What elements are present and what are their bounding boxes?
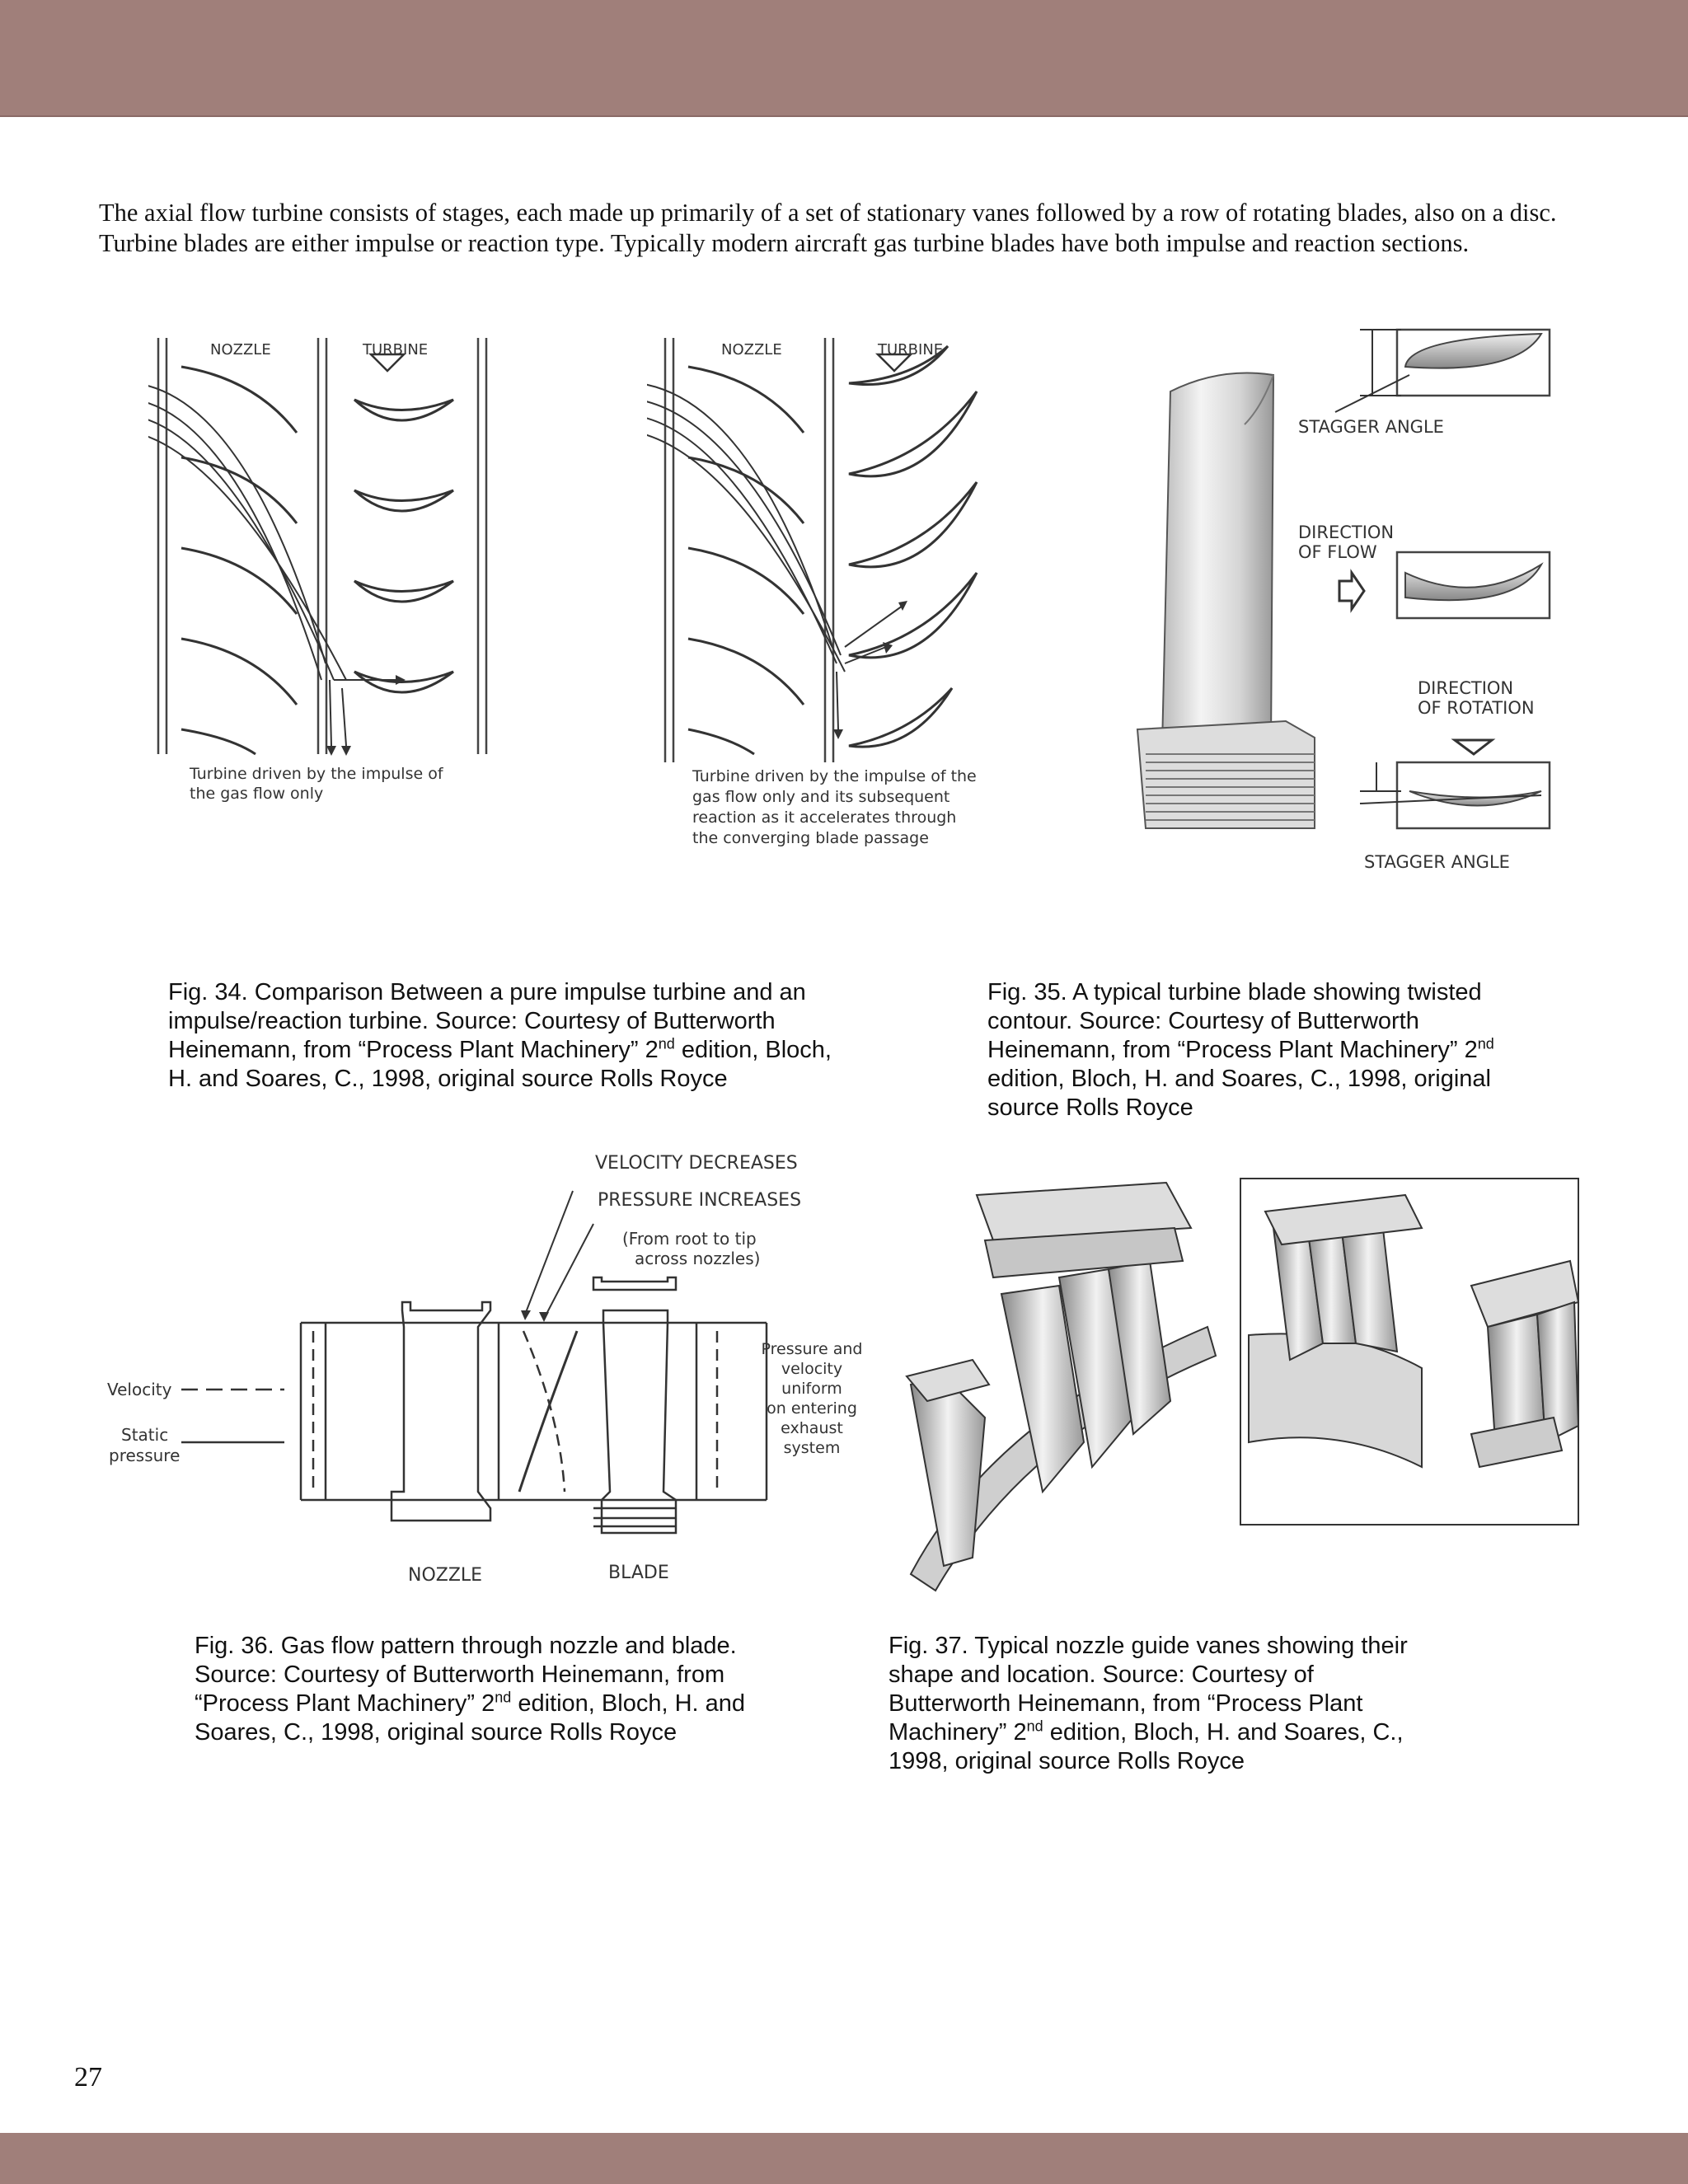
vane-assembly-left [907,1183,1216,1591]
fig35-direction-flow-label: DIRECTION [1298,523,1394,542]
svg-text:system: system [784,1439,841,1457]
fig36-pressure-increases: PRESSURE INCREASES [598,1190,801,1211]
svg-text:the gas flow only: the gas flow only [190,785,323,803]
fig35-stagger-top-label: STAGGER ANGLE [1298,417,1444,437]
intro-paragraph: The axial flow turbine consists of stage… [99,198,1599,259]
reaction-turbine-svg: NOZZLE TURBINE Turbine driven by the imp… [647,334,1010,861]
turbine-blade-svg: STAGGER ANGLE DIRECTION OF FLOW DIRECTIO… [1129,326,1558,886]
footer-band [0,2133,1688,2184]
impulse-turbine-svg: NOZZLE TURBINE Turbine driven by the imp… [148,334,511,812]
fig37-nozzle-guide-vanes [894,1170,1587,1595]
gas-flow-svg: VELOCITY DECREASES PRESSURE INCREASES (F… [99,1146,882,1595]
svg-text:velocity: velocity [781,1360,842,1378]
fig34-right-turbine-label: TURBINE [877,341,943,359]
svg-text:across nozzles): across nozzles) [635,1249,760,1268]
fig34-left-turbine-label: TURBINE [362,341,428,359]
svg-text:on entering: on entering [767,1399,857,1418]
fig35-turbine-blade: STAGGER ANGLE DIRECTION OF FLOW DIRECTIO… [1129,326,1558,886]
fig36-velocity-legend: Velocity [107,1380,172,1399]
fig36-static-legend: Static [121,1425,168,1445]
svg-text:gas flow only and its subseque: gas flow only and its subsequent [692,788,950,806]
nozzle-vanes-svg [894,1170,1587,1595]
svg-text:OF FLOW: OF FLOW [1298,542,1377,562]
fig36-velocity-decreases: VELOCITY DECREASES [595,1153,798,1174]
svg-text:the converging blade passage: the converging blade passage [692,829,929,847]
fig36-nozzle-label: NOZZLE [408,1565,482,1586]
svg-text:uniform: uniform [781,1380,842,1398]
svg-text:exhaust: exhaust [781,1419,843,1437]
fig34-left-note: Turbine driven by the impulse of [189,765,444,783]
page-number: 27 [74,2062,102,2093]
fig36-gas-flow-diagram: VELOCITY DECREASES PRESSURE INCREASES (F… [99,1146,882,1595]
fig34-right-nozzle-label: NOZZLE [721,341,782,359]
svg-text:OF ROTATION: OF ROTATION [1418,698,1535,718]
fig34-left-nozzle-label: NOZZLE [210,341,271,359]
svg-text:Pressure and: Pressure and [762,1340,863,1358]
fig34-right-note: Turbine driven by the impulse of the [692,767,977,785]
fig35-stagger-bottom-label: STAGGER ANGLE [1364,852,1510,872]
fig36-caption: Fig. 36. Gas flow pattern through nozzle… [195,1632,887,1747]
fig35-caption: Fig. 35. A typical turbine blade showing… [987,978,1614,1122]
svg-text:reaction as it accelerates thr: reaction as it accelerates through [692,808,956,827]
header-band [0,0,1688,117]
fig34-caption: Fig. 34. Comparison Between a pure impul… [168,978,910,1094]
fig35-direction-rotation-label: DIRECTION [1418,678,1513,698]
svg-text:pressure: pressure [109,1446,180,1465]
fig36-uniform-note: Pressure and velocity uniform on enterin… [762,1340,863,1457]
fig36-root-note: (From root to tip [622,1229,757,1249]
fig37-caption: Fig. 37. Typical nozzle guide vanes show… [889,1632,1581,1776]
fig34-impulse-diagram: NOZZLE TURBINE Turbine driven by the imp… [148,334,511,812]
fig34-reaction-diagram: NOZZLE TURBINE Turbine driven by the imp… [647,334,1010,861]
fig36-blade-label: BLADE [608,1563,669,1583]
